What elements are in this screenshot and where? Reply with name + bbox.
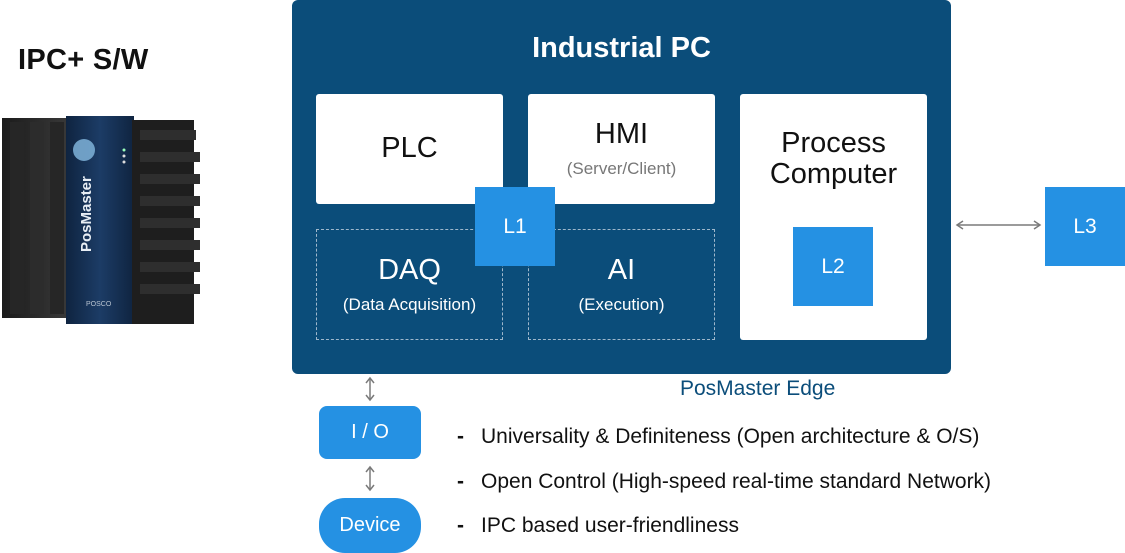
daq-subtitle: (Data Acquisition) bbox=[342, 295, 477, 314]
bullet-item: -Open Control (High-speed real-time stan… bbox=[457, 470, 992, 493]
process-computer-label-line2: Computer bbox=[769, 158, 898, 190]
bullet-text-3: IPC based user-friendliness bbox=[481, 514, 739, 537]
bullet-text-1: Universality & Definiteness (Open archit… bbox=[481, 425, 980, 448]
io-to-device-arrow bbox=[365, 465, 375, 492]
level-l2-tag: L2 bbox=[793, 227, 873, 306]
pc-to-io-arrow bbox=[365, 376, 375, 402]
ai-subtitle: (Execution) bbox=[578, 295, 665, 314]
ai-label: AI bbox=[607, 254, 636, 286]
hmi-label: HMI bbox=[594, 118, 649, 150]
industrial-pc-title: Industrial PC bbox=[532, 32, 711, 64]
pc-to-l3-arrow bbox=[955, 220, 1042, 230]
level-l1-tag: L1 bbox=[475, 187, 555, 266]
io-node: I / O bbox=[319, 406, 421, 459]
ai-box: AI (Execution) bbox=[528, 229, 715, 340]
process-computer-label-line1: Process bbox=[781, 127, 886, 159]
bullet-item: -IPC based user-friendliness bbox=[457, 514, 739, 537]
plc-label: PLC bbox=[381, 132, 438, 164]
hmi-subtitle: (Server/Client) bbox=[566, 159, 677, 178]
diagram-heading: IPC+ S/W bbox=[18, 44, 149, 76]
level-l3-tag: L3 bbox=[1045, 187, 1125, 266]
daq-label: DAQ bbox=[378, 254, 441, 286]
device-node: Device bbox=[319, 498, 421, 553]
device-brand-label: PosMaster bbox=[78, 176, 95, 252]
plc-box: PLC bbox=[316, 94, 503, 204]
daq-box: DAQ (Data Acquisition) bbox=[316, 229, 503, 340]
hmi-box: HMI (Server/Client) bbox=[528, 94, 715, 204]
bullet-text-2: Open Control (High-speed real-time stand… bbox=[481, 470, 992, 493]
posmaster-edge-label: PosMaster Edge bbox=[680, 377, 836, 400]
ipc-device-image: PosMaster POSCO bbox=[2, 116, 200, 324]
device-maker-label: POSCO bbox=[86, 301, 112, 308]
bullet-item: -Universality & Definiteness (Open archi… bbox=[457, 425, 980, 448]
